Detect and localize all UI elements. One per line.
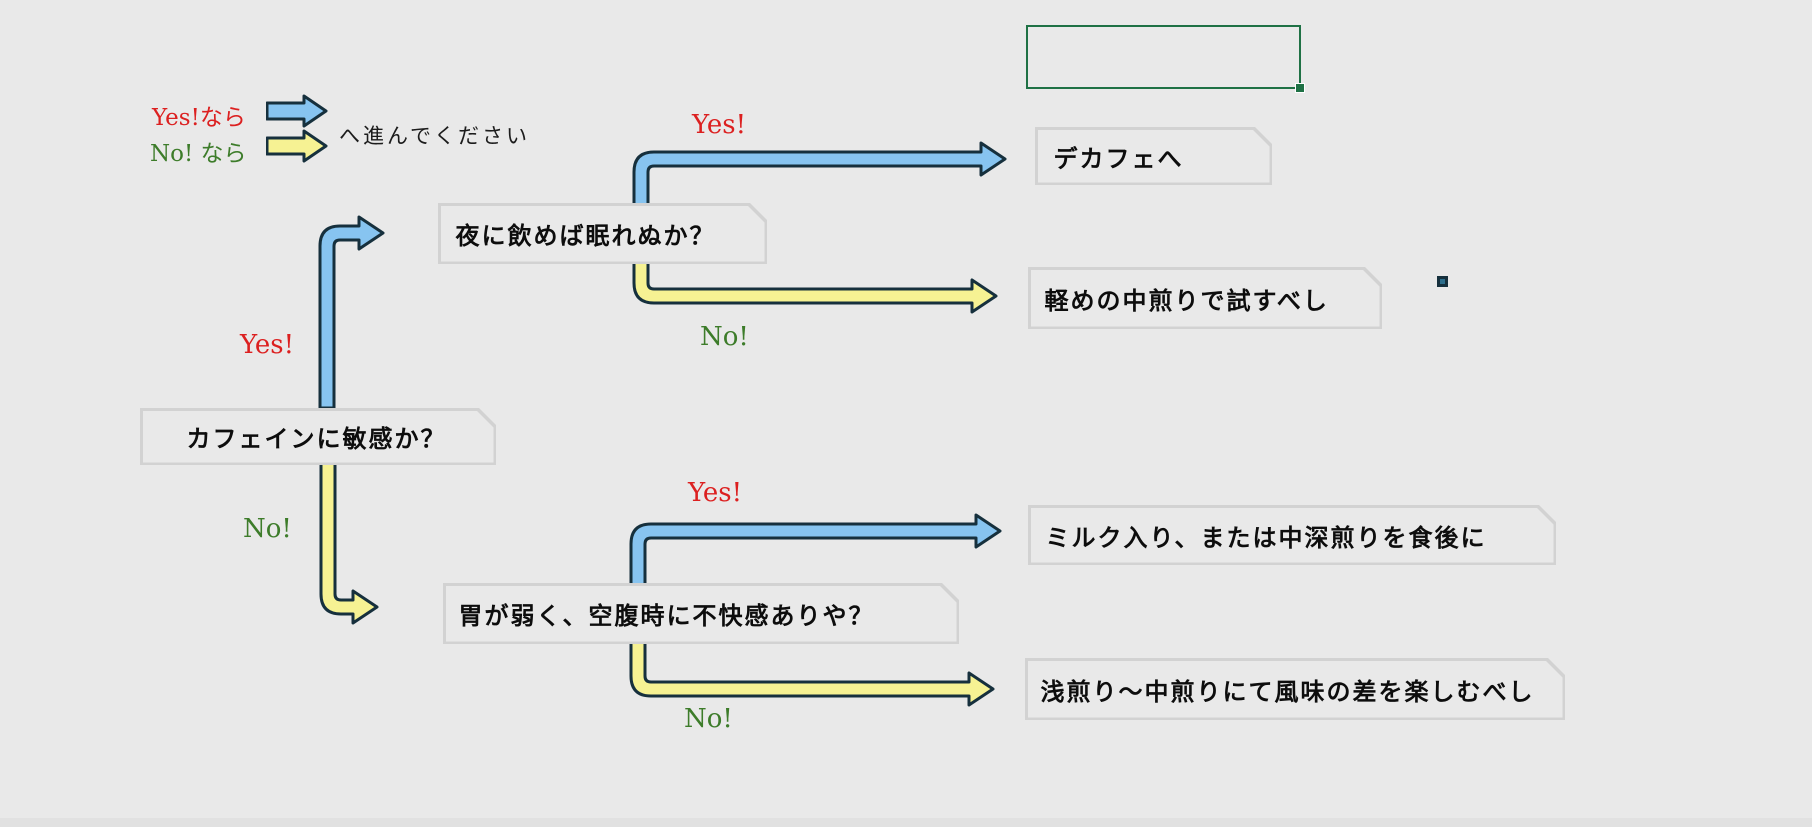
legend-instruction: へ進んでください bbox=[339, 124, 530, 148]
node-question-weak-stomach[interactable]: 胃が弱く、空腹時に不快感ありや？ bbox=[443, 583, 959, 644]
bottom-edge-strip bbox=[0, 818, 1812, 827]
node-question-caffeine-label: カフェインに敏感か？ bbox=[186, 424, 447, 453]
arrow-q3-no-yellow[interactable] bbox=[629, 618, 995, 707]
small-square-shape[interactable] bbox=[1437, 276, 1448, 287]
node-result-light-medium-roast[interactable]: 軽めの中煎りで試すべし bbox=[1028, 267, 1382, 329]
node-result-decaf-label: デカフェへ bbox=[1053, 143, 1184, 173]
legend-no-label: No! なら bbox=[150, 141, 247, 167]
node-result-milk-after-meal-label: ミルク入り、または中深煎りを食後に bbox=[1045, 522, 1487, 552]
arrow-q2-no-yellow[interactable] bbox=[632, 238, 998, 314]
node-question-night-sleep-label: 夜に飲めば眠れぬか？ bbox=[455, 221, 716, 250]
node-result-enjoy-flavor-label: 浅煎り〜中煎りにて風味の差を楽しむべし bbox=[1040, 676, 1535, 706]
node-result-decaf[interactable]: デカフェへ bbox=[1035, 127, 1272, 185]
arrow-q2-yes-blue[interactable] bbox=[632, 141, 1007, 252]
cell-fill-handle[interactable] bbox=[1295, 83, 1305, 93]
node-result-light-medium-roast-label: 軽めの中煎りで試すべし bbox=[1044, 285, 1329, 315]
branch-label-q3-no: No! bbox=[684, 704, 733, 734]
node-result-enjoy-flavor[interactable]: 浅煎り〜中煎りにて風味の差を楽しむべし bbox=[1025, 658, 1565, 720]
branch-label-q1-no: No! bbox=[243, 514, 292, 544]
branch-label-q2-no: No! bbox=[700, 322, 749, 352]
node-result-milk-after-meal[interactable]: ミルク入り、または中深煎りを食後に bbox=[1028, 505, 1556, 565]
node-question-weak-stomach-label: 胃が弱く、空腹時に不快感ありや？ bbox=[458, 601, 875, 630]
arrow-q3-yes-blue[interactable] bbox=[629, 513, 1002, 602]
branch-label-q2-yes: Yes! bbox=[692, 110, 747, 140]
node-question-night-sleep[interactable]: 夜に飲めば眠れぬか？ bbox=[438, 203, 767, 264]
selected-cell[interactable] bbox=[1026, 25, 1305, 93]
legend-no-arrow-icon bbox=[266, 129, 328, 163]
node-question-caffeine[interactable]: カフェインに敏感か？ bbox=[140, 408, 496, 465]
arrow-q1-yes-blue[interactable] bbox=[318, 215, 385, 410]
branch-label-q1-yes: Yes! bbox=[240, 330, 295, 360]
arrow-q1-no-yellow[interactable] bbox=[319, 453, 379, 625]
legend-yes-label: Yes!なら bbox=[152, 105, 246, 131]
legend-yes-arrow-icon bbox=[266, 94, 328, 128]
branch-label-q3-yes: Yes! bbox=[688, 478, 743, 508]
